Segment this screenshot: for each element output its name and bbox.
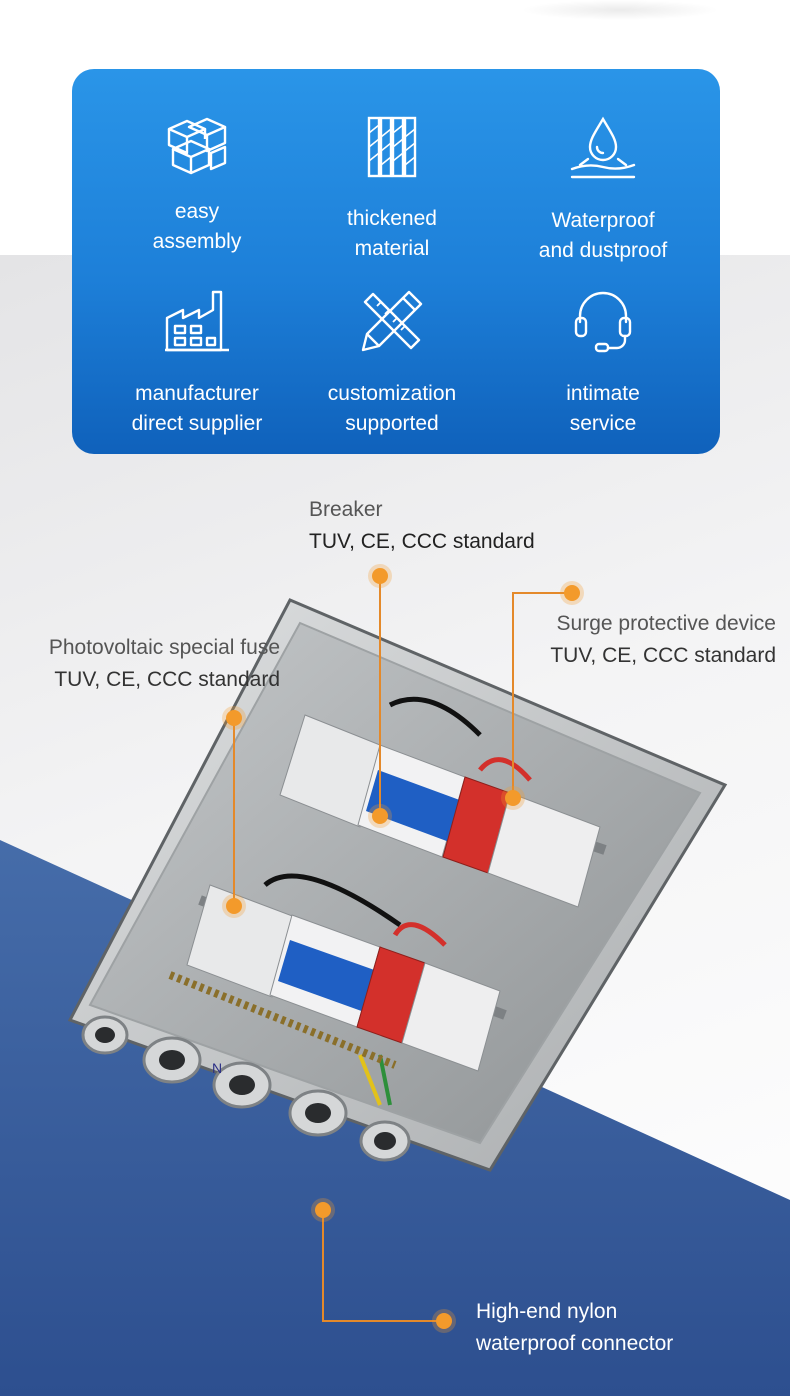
feature-label-line1: customization: [327, 382, 457, 405]
breaker-marker: [372, 568, 388, 584]
feature-waterproof: Waterproof and dustproof: [503, 115, 703, 266]
feature-thickened-material: thickened material: [292, 115, 492, 264]
factory-icon: [165, 290, 229, 352]
annotation-spd: Surge protective device TUV, CE, CCC sta…: [520, 608, 776, 672]
feature-label-line1: intimate: [566, 382, 640, 405]
annotation-connector-line2: waterproof connector: [476, 1332, 674, 1355]
headset-icon: [574, 291, 632, 353]
annotation-fuse-title: Photovoltaic special fuse: [48, 636, 280, 659]
annotation-breaker-title: Breaker: [309, 498, 383, 521]
feature-manufacturer: manufacturer direct supplier: [97, 288, 297, 439]
spd-target-marker: [505, 790, 521, 806]
feature-label-line1: manufacturer: [135, 382, 259, 405]
spd-leader-line-v: [512, 592, 514, 797]
feature-label-line1: Waterproof: [551, 209, 655, 232]
ruler-pencil-icon: [361, 290, 423, 352]
feature-customization: customization supported: [292, 288, 492, 439]
annotation-spd-standard: TUV, CE, CCC standard: [550, 644, 776, 667]
spd-marker: [564, 585, 580, 601]
connector-leader-line-h: [322, 1320, 444, 1322]
connector-leader-line-v: [322, 1210, 324, 1320]
feature-label-line2: supported: [345, 412, 439, 435]
annotation-spd-title: Surge protective device: [556, 612, 776, 635]
annotation-connector-line1: High-end nylon: [476, 1300, 618, 1323]
feature-easy-assembly: easy assembly: [97, 115, 297, 257]
feature-label-line1: easy: [174, 200, 220, 223]
annotation-connector: High-end nylon waterproof connector: [476, 1296, 673, 1360]
feature-label-line2: service: [569, 412, 637, 435]
cubes-icon: [167, 117, 227, 175]
top-shadow: [520, 0, 720, 20]
annotation-fuse: Photovoltaic special fuse TUV, CE, CCC s…: [24, 632, 280, 696]
water-drop-icon: [570, 116, 636, 179]
breaker-leader-line: [379, 583, 381, 813]
spd-leader-line-h: [512, 592, 572, 594]
annotation-fuse-standard: TUV, CE, CCC standard: [54, 668, 280, 691]
connector-target-marker: [315, 1202, 331, 1218]
fuse-target-marker: [226, 898, 242, 914]
feature-label-line2: direct supplier: [131, 412, 263, 435]
annotation-breaker: Breaker TUV, CE, CCC standard: [309, 494, 535, 558]
connector-marker: [436, 1313, 452, 1329]
feature-label-line2: assembly: [152, 230, 242, 253]
annotation-breaker-standard: TUV, CE, CCC standard: [309, 530, 535, 553]
terminal-label-n: N: [212, 1060, 222, 1076]
feature-label-line2: and dustproof: [538, 239, 668, 262]
fuse-leader-line: [233, 725, 235, 905]
breaker-target-marker: [372, 808, 388, 824]
feature-label-line2: material: [354, 237, 430, 260]
feature-service: intimate service: [503, 288, 703, 439]
feature-label-line1: thickened: [347, 207, 437, 230]
fuse-marker: [226, 710, 242, 726]
layers-icon: [367, 116, 417, 178]
